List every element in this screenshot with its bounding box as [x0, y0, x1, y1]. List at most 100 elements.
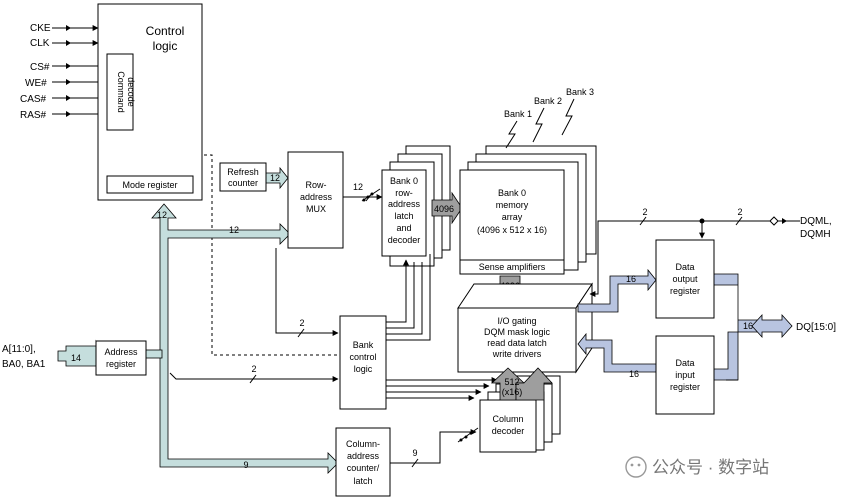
watermark-text: 公众号 · 数字站: [652, 458, 769, 477]
column-counter-label-1: Column-: [346, 439, 380, 449]
out-reg-width: 16: [626, 274, 636, 284]
mode-register-label: Mode register: [122, 180, 177, 190]
memory-array-label-3: array: [502, 212, 523, 222]
ras-label: RAS#: [20, 110, 47, 121]
counter-to-decoder-wire: 9: [390, 429, 477, 468]
bank-ctrl-in-width: 2: [299, 318, 304, 328]
bank-control-logic-block: Bank control logic: [339, 315, 387, 410]
clk-line: [52, 40, 99, 46]
col-to-decoder-width: 9: [412, 448, 417, 458]
column-counter-label-4: latch: [353, 476, 372, 486]
address-signal-label-2: BA0, BA1: [2, 359, 46, 370]
io-to-output-bus: [577, 268, 657, 313]
dqm-pin-symbol: [769, 216, 779, 226]
row-address-mux-block: Row- address MUX: [287, 151, 344, 249]
row-to-array-bus: 4096: [431, 191, 463, 225]
bank-control-label-1: Bank: [353, 340, 374, 350]
io-gating-label-1: I/O gating: [497, 316, 536, 326]
command-decode-block: [106, 53, 134, 131]
refresh-bus: [265, 166, 289, 190]
control-input-signals: CKE CLK CS# WE# CAS# RAS#: [20, 23, 108, 121]
row-latch-label-2: row-: [395, 188, 413, 198]
memory-array-stack: Bank 0 memory array (4096 x 512 x 16) Se…: [459, 145, 597, 275]
data-input-register-block: Data input register: [655, 335, 715, 415]
dqm-wiring: 2 2: [589, 207, 800, 297]
we-label: WE#: [25, 78, 47, 89]
dqm-width-a: 2: [642, 207, 647, 217]
column-to-io-bus: 512 (x16): [490, 367, 553, 401]
bank-select-switch-col: [457, 427, 479, 443]
refresh-counter-label-2: counter: [228, 178, 258, 188]
cas-label: CAS#: [20, 94, 47, 105]
col-io-width-1: 512: [504, 377, 519, 387]
row-latch-label-3: address: [388, 199, 421, 209]
cke-line: [52, 25, 99, 31]
row-mux-label-1: Row-: [305, 180, 326, 190]
column-counter-label-2: address: [347, 451, 380, 461]
control-logic-title-2: logic: [153, 39, 178, 53]
in-reg-width: 16: [629, 369, 639, 379]
address-register-label-2: register: [106, 359, 136, 369]
bank-ctrl-in2-width: 2: [251, 364, 256, 374]
mux-to-latch-width: 12: [353, 182, 363, 192]
data-bus: 16 16 16: [577, 268, 793, 381]
row-latch-label-6: decoder: [388, 235, 421, 245]
data-output-label-3: register: [670, 286, 700, 296]
bank-select-switch-row: [361, 188, 381, 202]
control-logic-block: Control logic Command decode Mode regist…: [97, 3, 203, 201]
io-gating-label-3: read data latch: [487, 338, 547, 348]
memory-array-block: [459, 169, 565, 261]
row-latch-label-4: latch: [394, 211, 413, 221]
wechat-icon: [625, 456, 647, 478]
data-input-label-3: register: [670, 382, 700, 392]
col-bus-width: 9: [243, 460, 248, 470]
bank-control-label-3: logic: [354, 364, 373, 374]
row-mux-label-3: MUX: [306, 204, 326, 214]
bank-2-zigzag: [532, 107, 545, 143]
bank-labels: Bank 1 Bank 2 Bank 3: [504, 87, 594, 149]
refresh-counter-label-1: Refresh: [227, 167, 259, 177]
cke-label: CKE: [30, 23, 51, 34]
watermark: 公众号 · 数字站: [625, 456, 769, 478]
io-gating-label-4: write drivers: [492, 349, 542, 359]
bank-control-to-column-wires: [386, 377, 498, 401]
memory-array-label-2: memory: [496, 200, 529, 210]
bank-3-zigzag: [561, 98, 575, 136]
row-latch-label-5: and: [396, 223, 411, 233]
address-signal-label-1: A[11:0],: [2, 344, 36, 355]
column-decoder-block: [479, 399, 537, 453]
sense-amplifiers-label: Sense amplifiers: [479, 262, 546, 272]
bank-1-zigzag: [505, 120, 518, 149]
bank-1-label: Bank 1: [504, 109, 532, 119]
row-address-latch-block: [381, 169, 427, 257]
address-register-bus-out: [145, 349, 163, 359]
row-latch-label-1: Bank 0: [390, 176, 418, 186]
address-register-label-1: Address: [104, 347, 138, 357]
input-to-io-bus: [577, 332, 657, 373]
row-to-array-width: 4096: [434, 204, 454, 214]
column-counter-label-3: counter/: [347, 463, 380, 473]
dq-to-input-bus: [713, 331, 739, 381]
memory-array-label-4: (4096 x 512 x 16): [477, 225, 547, 235]
trunk-to-bank-control-wires: 2 2: [169, 248, 339, 384]
command-decode-label-1: Command: [116, 71, 126, 113]
dq-width: 16: [743, 321, 753, 331]
column-decoder-label-1: Column: [492, 414, 523, 424]
clk-label: CLK: [30, 38, 50, 49]
dq-bus: [751, 313, 793, 339]
data-input-label-1: Data: [675, 358, 694, 368]
output-to-dq-bus: [713, 273, 761, 333]
control-logic-title-1: Control: [146, 24, 185, 38]
command-decode-label-2: decode: [126, 77, 136, 107]
bank-control-label-2: control: [349, 352, 376, 362]
control-dashed-line: [204, 154, 340, 356]
bank-2-label: Bank 2: [534, 96, 562, 106]
memory-array-label-1: Bank 0: [498, 188, 526, 198]
data-input-label-2: input: [675, 370, 695, 380]
data-output-label-2: output: [672, 274, 698, 284]
mux-bus-width: 12: [229, 225, 239, 235]
cs-label: CS#: [30, 62, 50, 73]
io-gating-label-2: DQM mask logic: [484, 327, 551, 337]
addr-in-width: 14: [71, 353, 81, 363]
